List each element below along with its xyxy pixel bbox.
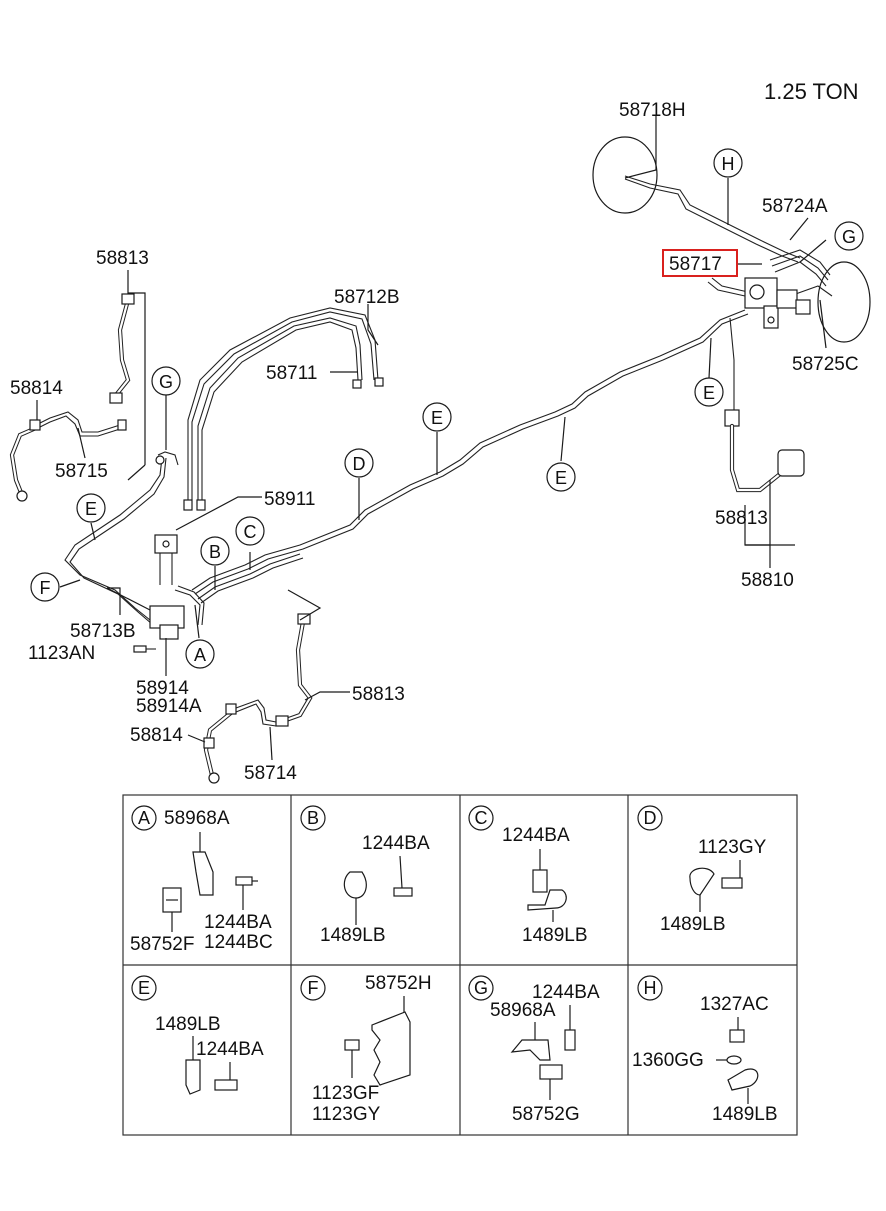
- part-label-58717[interactable]: 58717: [669, 254, 722, 275]
- panel-G-part-58968A: 58968A: [490, 1000, 556, 1021]
- panel-E-part-1244BA: 1244BA: [196, 1039, 264, 1060]
- panel-G-part-1244BA: 1244BA: [532, 982, 600, 1003]
- part-label-58713B: 58713B: [70, 621, 136, 642]
- vehicle-capacity-title: 1.25 TON: [764, 79, 859, 104]
- detail-panel-F: F 58752H 1123GF 1123GY: [300, 973, 432, 1125]
- svg-text:E: E: [431, 408, 443, 428]
- panel-D-part-1489LB: 1489LB: [660, 914, 726, 935]
- part-label-58810: 58810: [741, 570, 794, 591]
- part-label-58813-right: 58813: [715, 508, 768, 529]
- main-brake-line-bundle: [191, 309, 749, 604]
- detail-panel-B: B 1244BA 1489LB: [300, 805, 430, 946]
- panel-G-part-58752G: 58752G: [512, 1104, 580, 1125]
- svg-text:A: A: [194, 645, 206, 665]
- part-label-58724A: 58724A: [762, 196, 828, 217]
- part-label-58813-mid: 58813: [352, 684, 405, 705]
- part-label-58715: 58715: [55, 461, 108, 482]
- front-left-wheel-outline: [592, 136, 658, 214]
- detail-panels-grid: [122, 794, 798, 1136]
- svg-text:E: E: [555, 468, 567, 488]
- panel-A-part-1244BC: 1244BC: [204, 932, 273, 953]
- svg-text:B: B: [209, 542, 221, 562]
- svg-text:E: E: [85, 499, 97, 519]
- front-left-hose-assembly: [9, 293, 135, 502]
- panel-A-part-58968A: 58968A: [164, 808, 230, 829]
- left-brake-lines: [64, 451, 205, 653]
- leader-lines: [36, 115, 827, 761]
- callout-C[interactable]: C: [235, 516, 265, 546]
- callout-A[interactable]: A: [185, 639, 215, 669]
- panel-C-part-1244BA: 1244BA: [502, 825, 570, 846]
- part-label-58813-top: 58813: [96, 248, 149, 269]
- panel-F-part-1123GF: 1123GF: [312, 1083, 379, 1104]
- part-label-58814-left: 58814: [10, 378, 63, 399]
- front-right-wheel-outline: [817, 261, 871, 343]
- callout-D[interactable]: D: [344, 448, 374, 478]
- panel-F-part-1123GY: 1123GY: [312, 1104, 381, 1125]
- rear-left-hose-assembly: [203, 613, 313, 784]
- part-label-58714: 58714: [244, 763, 297, 784]
- right-rear-line: [724, 317, 805, 493]
- svg-text:F: F: [308, 978, 319, 998]
- part-label-58814-bottom: 58814: [130, 725, 183, 746]
- svg-text:G: G: [159, 372, 173, 392]
- callout-E-left[interactable]: E: [76, 493, 106, 523]
- callout-E-mid[interactable]: E: [546, 462, 576, 492]
- panel-D-part-1123GY: 1123GY: [698, 837, 767, 858]
- detail-panel-G: G 1244BA 58968A 58752G: [468, 975, 600, 1125]
- svg-text:H: H: [722, 154, 735, 174]
- detail-panel-A: A 58968A 1244BA 1244BC 58752F: [130, 805, 273, 955]
- part-label-58712B: 58712B: [334, 287, 400, 308]
- panel-H-part-1327AC: 1327AC: [700, 994, 769, 1015]
- svg-text:H: H: [644, 978, 657, 998]
- svg-text:E: E: [703, 383, 715, 403]
- svg-text:C: C: [244, 522, 257, 542]
- callout-B[interactable]: B: [200, 536, 230, 566]
- upper-left-lines: [183, 307, 384, 511]
- panel-A-part-1244BA: 1244BA: [204, 912, 272, 933]
- part-label-58725C: 58725C: [792, 354, 859, 375]
- svg-text:B: B: [307, 808, 319, 828]
- detail-panel-C: C 1244BA 1489LB: [468, 805, 588, 946]
- panel-H-part-1360GG: 1360GG: [632, 1050, 704, 1071]
- svg-text:C: C: [475, 808, 488, 828]
- svg-text:A: A: [138, 808, 150, 828]
- part-label-58911: 58911: [264, 489, 315, 510]
- proportioning-valve: [744, 277, 811, 329]
- detail-panel-D: D 1123GY 1489LB: [637, 805, 767, 935]
- part-label-58718H: 58718H: [619, 100, 686, 121]
- detail-panel-E: E 1489LB 1244BA: [131, 975, 264, 1095]
- callout-H[interactable]: H: [713, 148, 743, 178]
- detail-panel-H: H 1327AC 1360GG 1489LB: [632, 975, 778, 1125]
- svg-text:D: D: [644, 808, 657, 828]
- part-label-1123AN: 1123AN: [28, 643, 95, 664]
- panel-B-part-1244BA: 1244BA: [362, 833, 430, 854]
- panel-C-part-1489LB: 1489LB: [522, 925, 588, 946]
- svg-text:F: F: [40, 578, 51, 598]
- callout-E-pipe[interactable]: E: [422, 402, 452, 432]
- svg-text:G: G: [842, 227, 856, 247]
- svg-text:E: E: [138, 978, 150, 998]
- callout-G-left[interactable]: G: [151, 366, 181, 396]
- callout-E-right[interactable]: E: [694, 377, 724, 407]
- panel-B-part-1489LB: 1489LB: [320, 925, 386, 946]
- panel-A-part-58752F: 58752F: [130, 934, 194, 955]
- part-label-58711: 58711: [266, 363, 317, 384]
- front-brake-lines: [624, 175, 833, 297]
- panel-F-part-58752H: 58752H: [365, 973, 432, 994]
- highlight-box-58717: [662, 249, 738, 277]
- svg-text:G: G: [474, 978, 488, 998]
- panel-H-part-1489LB: 1489LB: [712, 1104, 778, 1125]
- panel-E-part-1489LB: 1489LB: [155, 1014, 221, 1035]
- part-label-58914A: 58914A: [136, 696, 202, 717]
- callout-G-top[interactable]: G: [834, 221, 864, 251]
- svg-text:D: D: [353, 454, 366, 474]
- callout-F[interactable]: F: [30, 572, 60, 602]
- part-label-58914: 58914: [136, 678, 189, 699]
